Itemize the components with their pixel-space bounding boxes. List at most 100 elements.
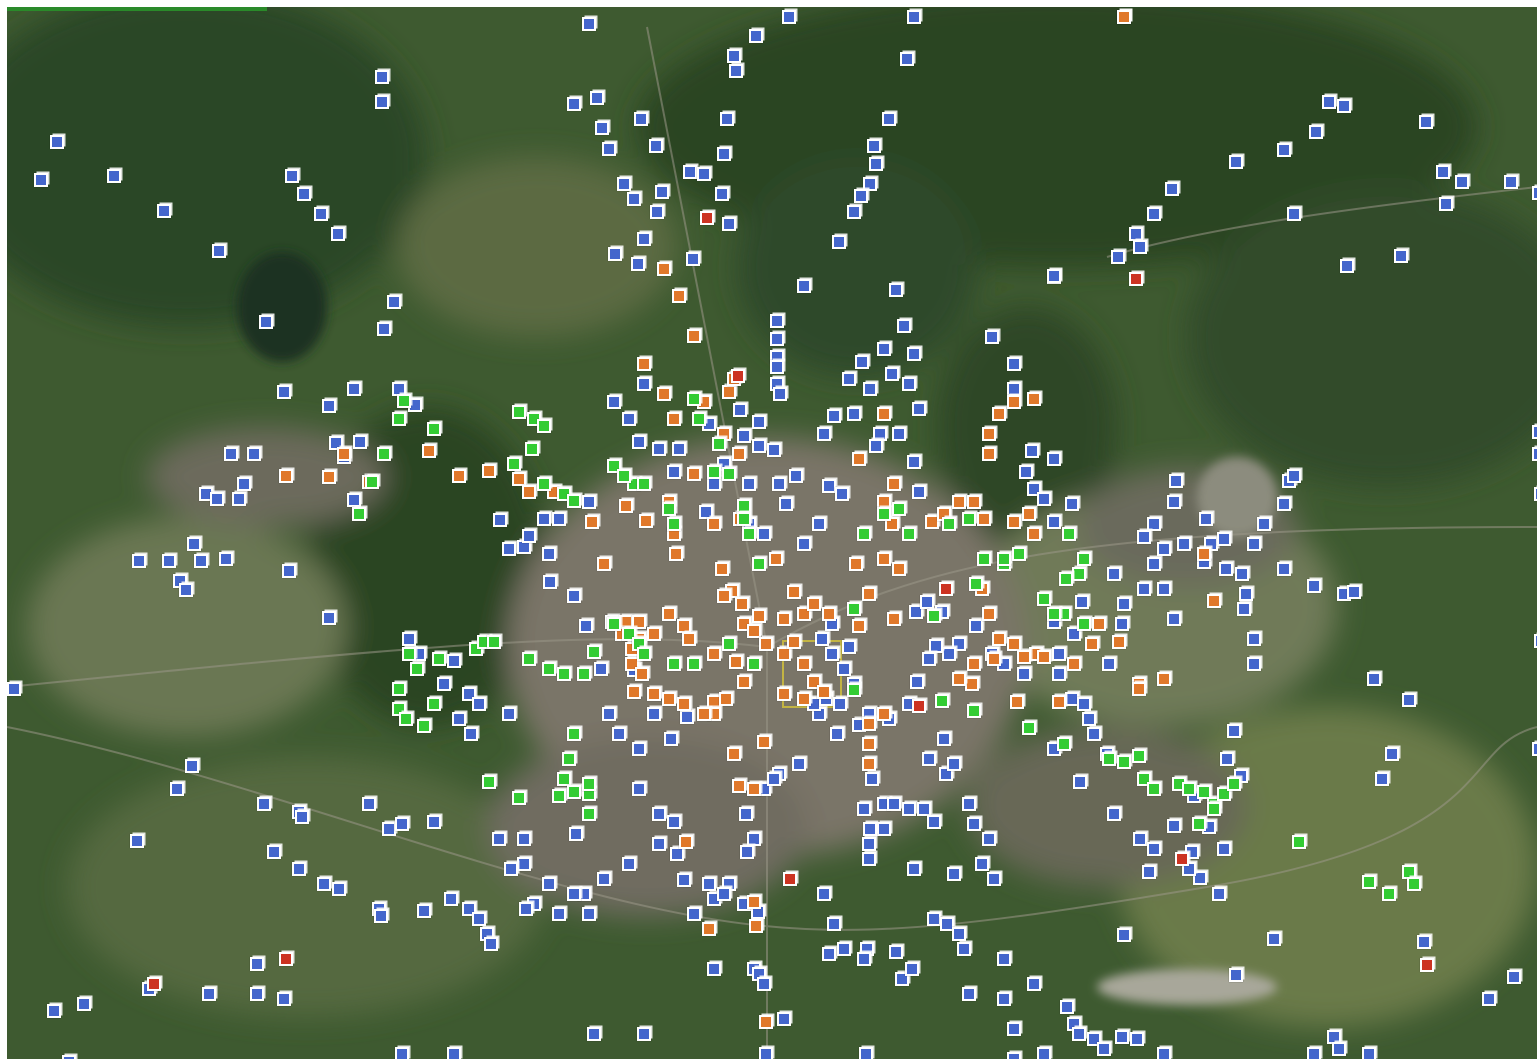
blue-location-marker[interactable] [1362,1047,1376,1059]
orange-location-marker[interactable] [647,627,661,641]
blue-location-marker[interactable] [567,589,581,603]
blue-location-marker[interactable] [322,611,336,625]
blue-location-marker[interactable] [837,662,851,676]
blue-location-marker[interactable] [375,70,389,84]
blue-location-marker[interactable] [910,675,924,689]
blue-location-marker[interactable] [1027,977,1041,991]
blue-location-marker[interactable] [670,847,684,861]
blue-location-marker[interactable] [1504,175,1518,189]
blue-location-marker[interactable] [1482,992,1496,1006]
red-location-marker[interactable] [783,872,797,886]
green-location-marker[interactable] [427,697,441,711]
blue-location-marker[interactable] [942,647,956,661]
blue-location-marker[interactable] [842,640,856,654]
blue-location-marker[interactable] [607,395,621,409]
green-location-marker[interactable] [402,647,416,661]
green-location-marker[interactable] [512,405,526,419]
blue-location-marker[interactable] [502,542,516,556]
blue-location-marker[interactable] [447,654,461,668]
blue-location-marker[interactable] [347,493,361,507]
blue-location-marker[interactable] [632,742,646,756]
blue-location-marker[interactable] [773,387,787,401]
blue-location-marker[interactable] [702,877,716,891]
blue-location-marker[interactable] [1532,186,1537,200]
blue-location-marker[interactable] [1047,452,1061,466]
orange-location-marker[interactable] [682,632,696,646]
blue-location-marker[interactable] [1532,425,1537,439]
green-location-marker[interactable] [582,807,596,821]
blue-location-marker[interactable] [277,992,291,1006]
blue-location-marker[interactable] [757,977,771,991]
blue-location-marker[interactable] [1229,155,1243,169]
blue-location-marker[interactable] [314,207,328,221]
orange-location-marker[interactable] [892,562,906,576]
blue-location-marker[interactable] [277,385,291,399]
green-location-marker[interactable] [1292,835,1306,849]
green-location-marker[interactable] [752,557,766,571]
orange-location-marker[interactable] [585,515,599,529]
orange-location-marker[interactable] [967,657,981,671]
blue-location-marker[interactable] [854,189,868,203]
green-location-marker[interactable] [1037,592,1051,606]
orange-location-marker[interactable] [1132,682,1146,696]
blue-location-marker[interactable] [1115,1030,1129,1044]
green-location-marker[interactable] [687,392,701,406]
red-location-marker[interactable] [912,699,926,713]
blue-location-marker[interactable] [975,857,989,871]
blue-location-marker[interactable] [77,997,91,1011]
blue-location-marker[interactable] [869,439,883,453]
blue-location-marker[interactable] [757,527,771,541]
blue-location-marker[interactable] [759,1047,773,1059]
blue-location-marker[interactable] [1047,515,1061,529]
blue-location-marker[interactable] [590,91,604,105]
blue-location-marker[interactable] [717,887,731,901]
blue-location-marker[interactable] [1247,632,1261,646]
blue-location-marker[interactable] [1107,567,1121,581]
orange-location-marker[interactable] [687,467,701,481]
orange-location-marker[interactable] [1007,395,1021,409]
blue-location-marker[interactable] [267,845,281,859]
blue-location-marker[interactable] [637,377,651,391]
green-location-marker[interactable] [522,652,536,666]
orange-location-marker[interactable] [669,547,683,561]
orange-location-marker[interactable] [992,407,1006,421]
orange-location-marker[interactable] [887,612,901,626]
blue-location-marker[interactable] [907,862,921,876]
orange-location-marker[interactable] [732,447,746,461]
green-location-marker[interactable] [1072,567,1086,581]
blue-location-marker[interactable] [697,167,711,181]
orange-location-marker[interactable] [1092,617,1106,631]
blue-location-marker[interactable] [1193,871,1207,885]
blue-location-marker[interactable] [537,512,551,526]
orange-location-marker[interactable] [877,552,891,566]
blue-location-marker[interactable] [447,1047,461,1059]
blue-location-marker[interactable] [492,832,506,846]
blue-location-marker[interactable] [1237,602,1251,616]
orange-location-marker[interactable] [747,895,761,909]
blue-location-marker[interactable] [739,807,753,821]
orange-location-marker[interactable] [657,387,671,401]
blue-location-marker[interactable] [863,382,877,396]
blue-location-marker[interactable] [464,727,478,741]
blue-location-marker[interactable] [1097,1042,1111,1056]
green-location-marker[interactable] [877,507,891,521]
orange-location-marker[interactable] [482,464,496,478]
blue-location-marker[interactable] [957,942,971,956]
green-location-marker[interactable] [707,465,721,479]
blue-location-marker[interactable] [733,403,747,417]
blue-location-marker[interactable] [1337,99,1351,113]
blue-location-marker[interactable] [715,187,729,201]
blue-location-marker[interactable] [770,314,784,328]
blue-location-marker[interactable] [1133,832,1147,846]
blue-location-marker[interactable] [47,1004,61,1018]
orange-location-marker[interactable] [512,472,526,486]
blue-location-marker[interactable] [210,492,224,506]
blue-location-marker[interactable] [362,797,376,811]
blue-location-marker[interactable] [902,377,916,391]
blue-location-marker[interactable] [1037,1047,1051,1059]
blue-location-marker[interactable] [632,782,646,796]
blue-location-marker[interactable] [1287,207,1301,221]
blue-location-marker[interactable] [1087,727,1101,741]
green-location-marker[interactable] [1077,552,1091,566]
orange-location-marker[interactable] [337,447,351,461]
